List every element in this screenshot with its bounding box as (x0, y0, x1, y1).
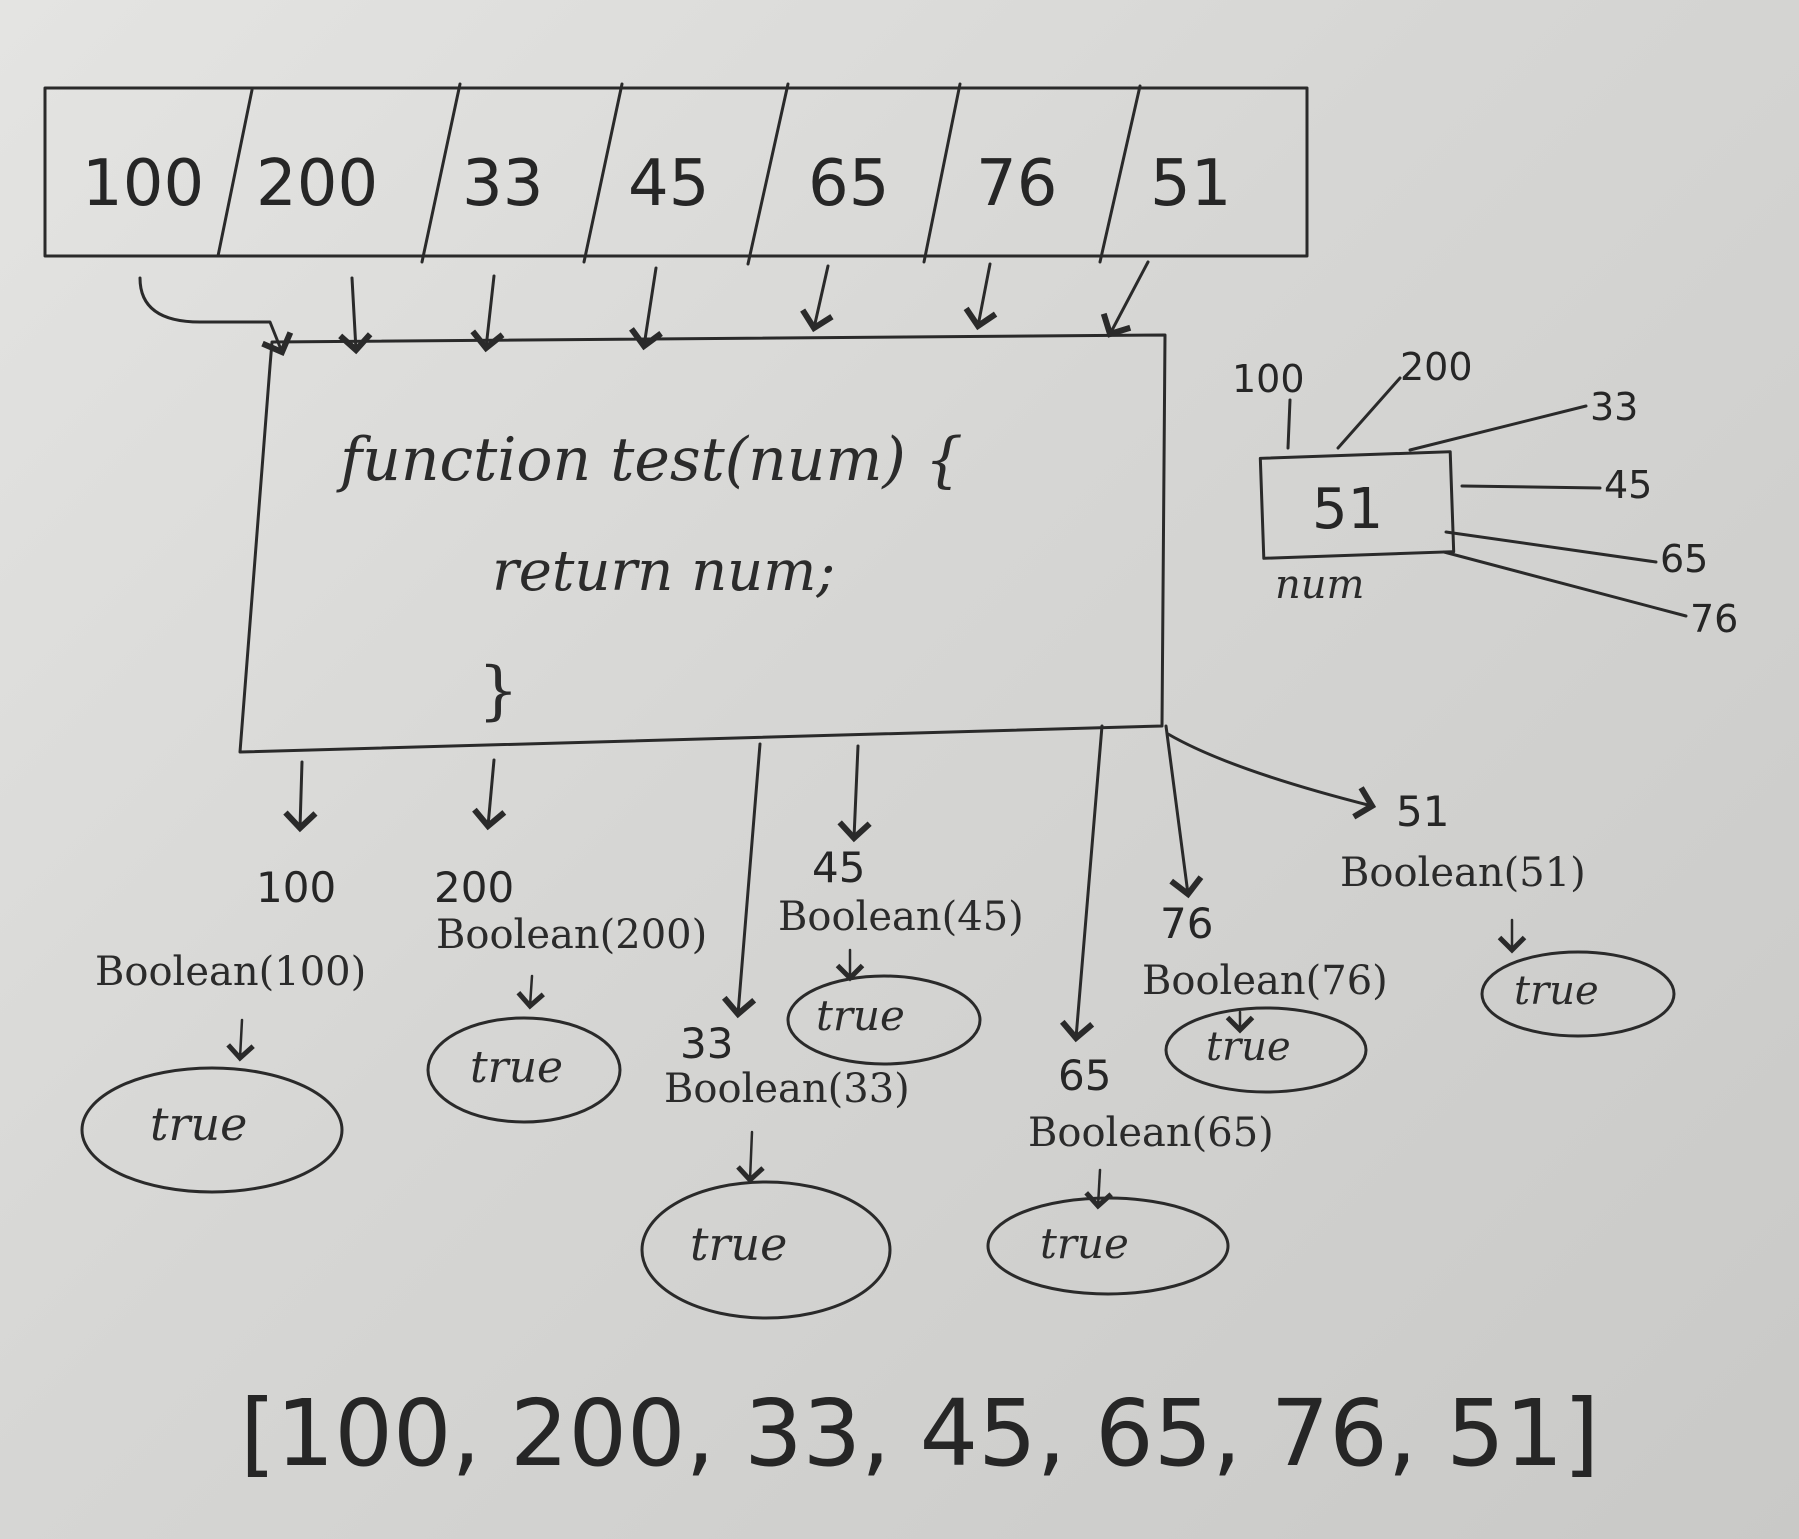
output-arrows (283, 724, 1377, 1043)
result-bubble (986, 1196, 1230, 1296)
output-200: 200 Boolean(200) true (426, 863, 707, 1124)
result-bubble (786, 974, 982, 1066)
array-divider (420, 82, 462, 264)
arrow (736, 1130, 765, 1184)
result-array: [100, 200, 33, 45, 65, 76, 51] (240, 1380, 1599, 1487)
output-100: 100 Boolean(100) true (80, 863, 366, 1194)
arrow (800, 264, 834, 333)
output-value: 51 (1396, 787, 1449, 836)
array-cell-2: 33 (462, 147, 543, 221)
result-bubble (640, 1180, 892, 1320)
result-true: true (150, 1097, 247, 1151)
result-bubble (80, 1066, 344, 1194)
output-76: 76 Boolean(76) true (1142, 899, 1388, 1094)
result-true: true (1514, 968, 1599, 1014)
num-box (1258, 450, 1456, 560)
side-line (1460, 484, 1602, 490)
array-divider (582, 82, 624, 264)
function-box-border (238, 333, 1167, 754)
arrow (1100, 260, 1150, 338)
arrow (516, 974, 545, 1010)
result-true: true (690, 1217, 787, 1271)
output-call: Boolean(76) (1142, 958, 1388, 1004)
array-divider (1098, 84, 1142, 264)
output-51: 51 Boolean(51) true (1340, 787, 1676, 1038)
side-label-200: 200 (1400, 345, 1473, 389)
side-line (1408, 404, 1588, 452)
array-cell-3: 45 (628, 147, 709, 221)
output-call: Boolean(33) (664, 1066, 910, 1112)
output-call: Boolean(45) (778, 894, 1024, 940)
array-cell-1: 200 (256, 147, 378, 221)
side-label-65: 65 (1660, 537, 1708, 581)
num-box-value: 51 (1312, 477, 1383, 542)
arrow (283, 760, 318, 833)
side-label-33: 33 (1590, 385, 1638, 429)
side-line (1442, 550, 1688, 618)
arrow (1166, 732, 1377, 820)
array-cell-6: 51 (1150, 147, 1231, 221)
result-true: true (1206, 1024, 1291, 1070)
function-close-brace: } (478, 654, 519, 728)
array-cell-4: 65 (808, 147, 889, 221)
output-33: 33 Boolean(33) true (640, 1019, 910, 1320)
arrow (1164, 724, 1204, 899)
output-45: 45 Boolean(45) true (778, 843, 1024, 1066)
array-cell-5: 76 (976, 147, 1057, 221)
function-signature: function test(num) { (336, 425, 963, 495)
input-array-border (43, 86, 1309, 258)
output-call: Boolean(100) (95, 949, 366, 995)
arrow (721, 742, 762, 1019)
arrow (1084, 1168, 1113, 1210)
output-call: Boolean(65) (1028, 1110, 1274, 1156)
array-divider (746, 82, 790, 266)
array-cell-0: 100 (82, 147, 204, 221)
output-value: 65 (1058, 1051, 1111, 1100)
side-label-76: 76 (1690, 597, 1738, 641)
result-true: true (1040, 1219, 1129, 1268)
result-bubble (1164, 1006, 1368, 1094)
arrow (963, 262, 998, 331)
function-box: function test(num) { return num; } (238, 333, 1167, 754)
arrow (470, 274, 505, 353)
function-return: return num; (492, 539, 835, 604)
output-value: 76 (1160, 899, 1213, 948)
output-value: 200 (434, 863, 514, 912)
output-value: 45 (812, 843, 865, 892)
output-value: 100 (256, 863, 336, 912)
side-line (1286, 398, 1292, 450)
num-box-label: num (1275, 562, 1364, 608)
arrow (472, 758, 507, 831)
side-line (1444, 530, 1658, 564)
array-divider (922, 82, 962, 264)
output-call: Boolean(200) (436, 912, 707, 958)
side-line (1336, 376, 1402, 450)
arrow (226, 1018, 255, 1062)
side-label-100: 100 (1232, 357, 1305, 401)
arrow (837, 744, 872, 843)
arrow (1060, 724, 1104, 1043)
output-value: 33 (680, 1019, 733, 1068)
output-call: Boolean(51) (1340, 850, 1586, 896)
side-label-45: 45 (1604, 463, 1652, 507)
array-divider (216, 88, 254, 258)
output-65: 65 Boolean(65) true (986, 1051, 1274, 1296)
result-true: true (816, 991, 905, 1040)
result-bubble (1480, 950, 1676, 1038)
side-note: 51 num 100 200 33 45 65 76 (1232, 345, 1738, 641)
arrow (338, 276, 373, 355)
result-true: true (470, 1042, 563, 1093)
arrow (138, 276, 294, 356)
input-array: 100 200 33 45 65 76 51 (43, 82, 1309, 266)
input-arrows (138, 260, 1150, 356)
arrow (629, 266, 663, 351)
result-bubble (426, 1016, 622, 1124)
